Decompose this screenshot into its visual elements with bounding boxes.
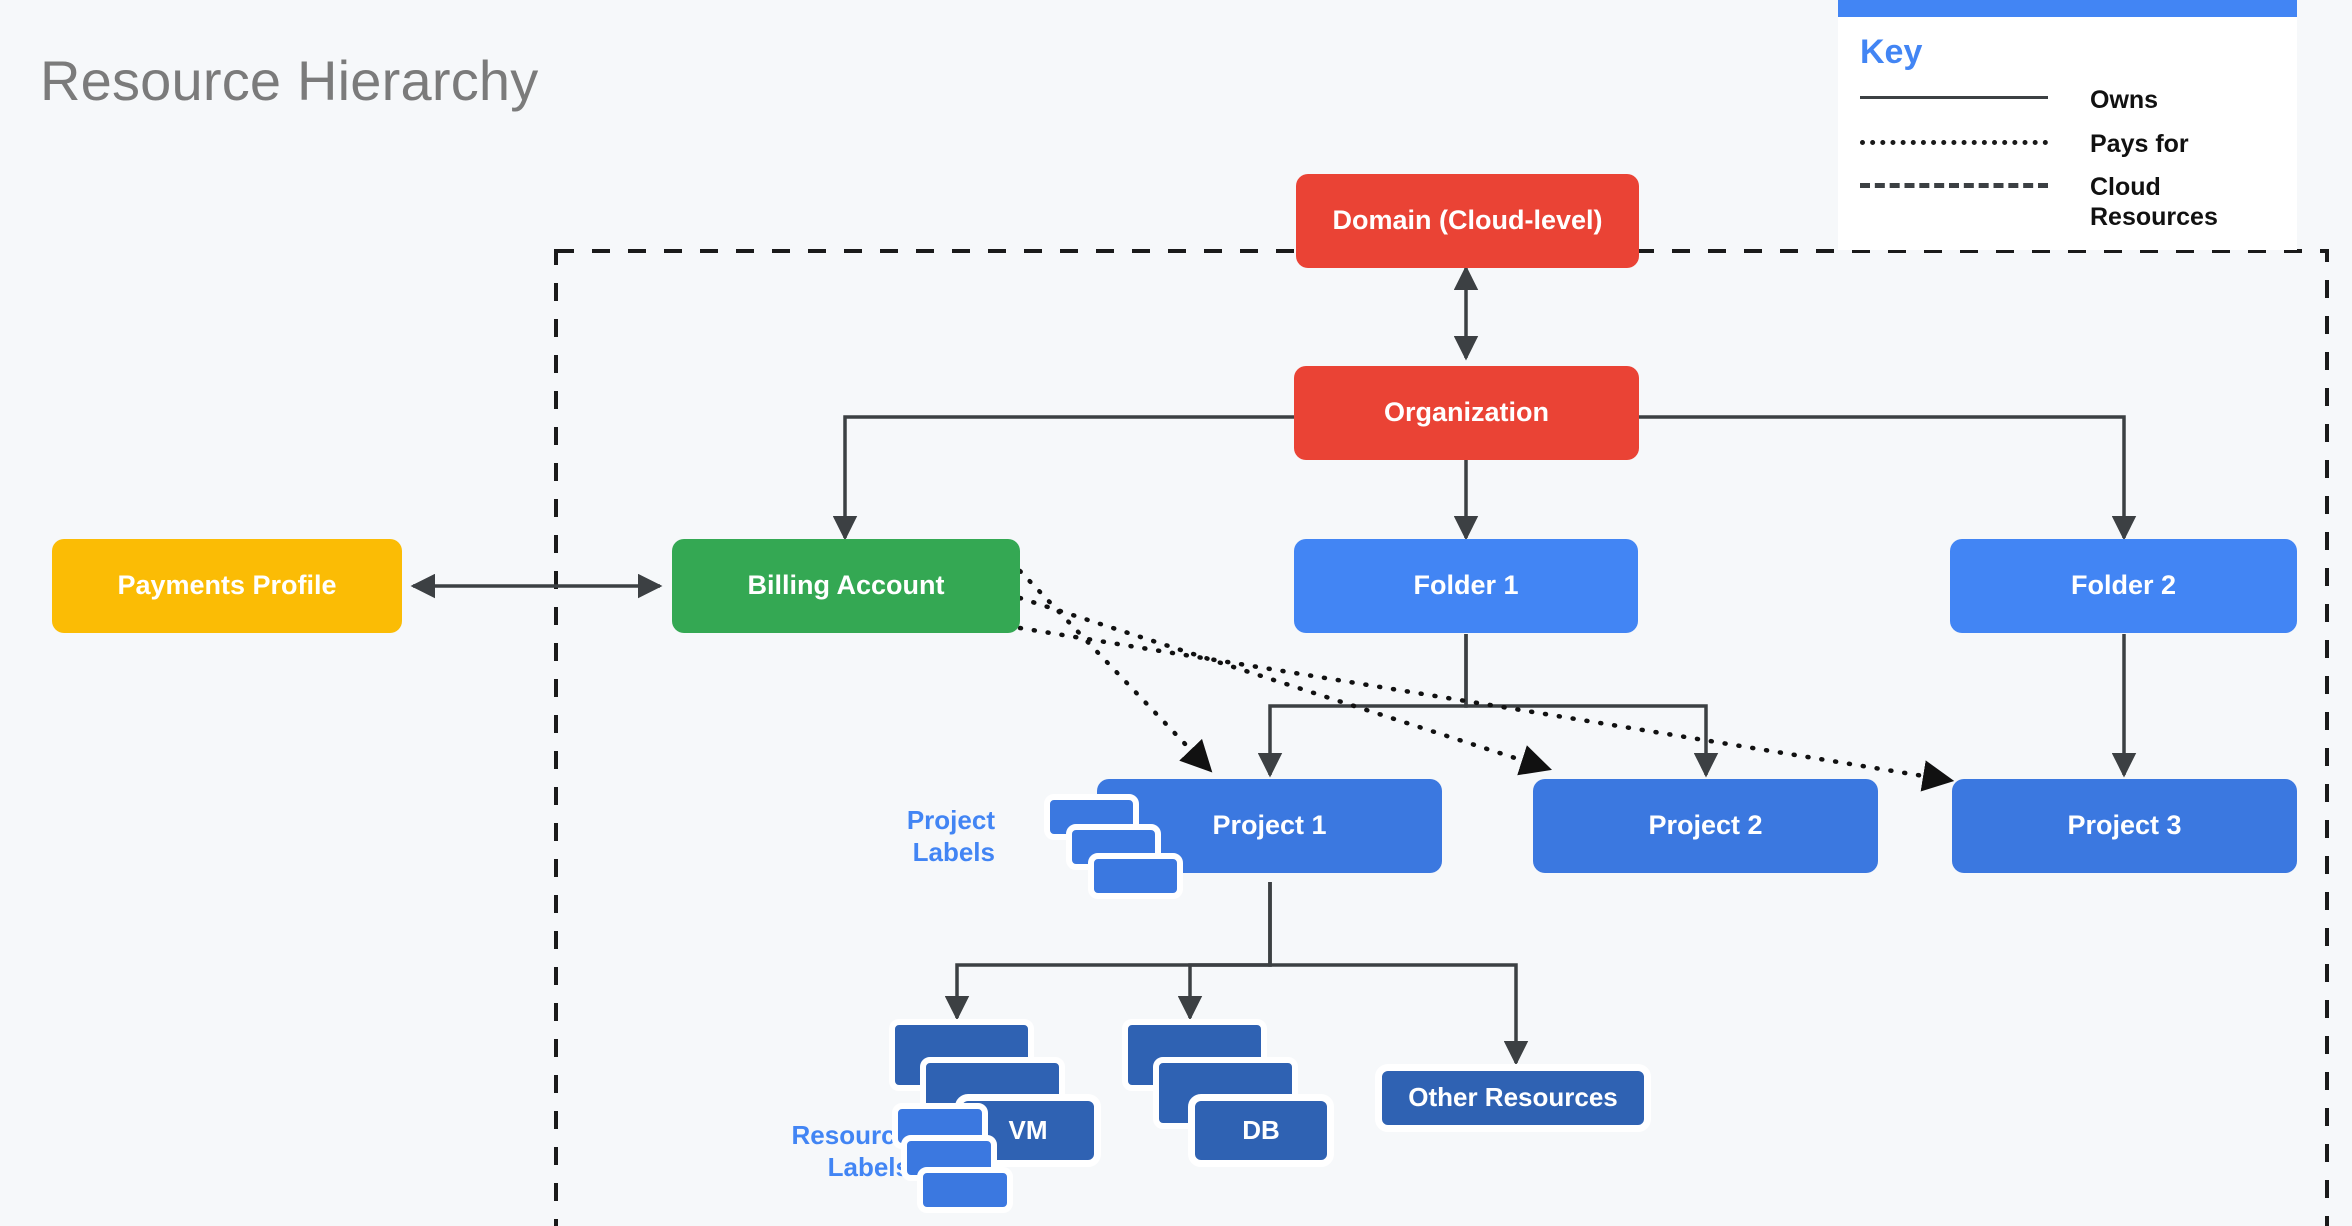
key-body: Key Owns Pays for Cloud Resources <box>1838 17 2297 250</box>
key-row-cloud-resources: Cloud Resources <box>1860 173 2267 232</box>
key-panel: Key Owns Pays for Cloud Resources <box>1838 0 2297 250</box>
node-project-2[interactable]: Project 2 <box>1533 779 1878 873</box>
project-labels-line-2: Labels <box>912 836 995 867</box>
edge-billing-pays-project1 <box>1017 568 1213 773</box>
resource-labels-caption: Resource Labels <box>735 1120 911 1183</box>
edge-folder1-project1 <box>1257 634 1468 778</box>
resource-labels-line-2: Labels <box>827 1151 910 1182</box>
node-billing-account[interactable]: Billing Account <box>672 539 1020 633</box>
edge-organization-folder2 <box>1638 415 2137 541</box>
key-accent-bar <box>1838 0 2297 17</box>
key-row-owns: Owns <box>1860 86 2267 116</box>
node-organization[interactable]: Organization <box>1294 366 1639 460</box>
key-title: Key <box>1860 33 1923 71</box>
resource-label-card-3 <box>917 1167 1013 1213</box>
node-folder-2[interactable]: Folder 2 <box>1950 539 2297 633</box>
page-title: Resource Hierarchy <box>40 49 539 112</box>
edge-billing-pays-project3 <box>1017 625 1955 792</box>
node-payments-profile[interactable]: Payments Profile <box>52 539 402 633</box>
node-db[interactable]: DB <box>1188 1094 1334 1167</box>
key-label-pays-for: Pays for <box>2090 129 2189 158</box>
project-labels-caption: Project Labels <box>865 805 995 868</box>
key-row-pays-for: Pays for <box>1860 130 2267 160</box>
edge-project1-other-resources <box>1268 882 1529 1066</box>
key-label-cloud-resources: Cloud Resources <box>2090 173 2218 231</box>
pays-for-line-sample <box>1860 139 2048 145</box>
edge-organization-billing <box>832 415 1294 541</box>
node-folder-1[interactable]: Folder 1 <box>1294 539 1638 633</box>
owns-line-sample <box>1860 96 2048 99</box>
edge-project1-db <box>1177 882 1272 1021</box>
project-label-card-3 <box>1088 853 1183 899</box>
edge-billing-pays-project2 <box>1017 595 1552 776</box>
key-label-owns: Owns <box>2090 86 2159 114</box>
cloud-resources-line-sample <box>1860 183 2048 188</box>
resource-labels-line-1: Resource <box>791 1120 911 1150</box>
node-other-resources[interactable]: Other Resources <box>1375 1064 1651 1132</box>
project-labels-line-1: Project <box>906 805 995 835</box>
edge-folder1-project2 <box>1464 634 1719 778</box>
node-domain[interactable]: Domain (Cloud-level) <box>1296 174 1639 268</box>
edge-project1-vm <box>944 882 1272 1021</box>
node-project-3[interactable]: Project 3 <box>1952 779 2297 873</box>
